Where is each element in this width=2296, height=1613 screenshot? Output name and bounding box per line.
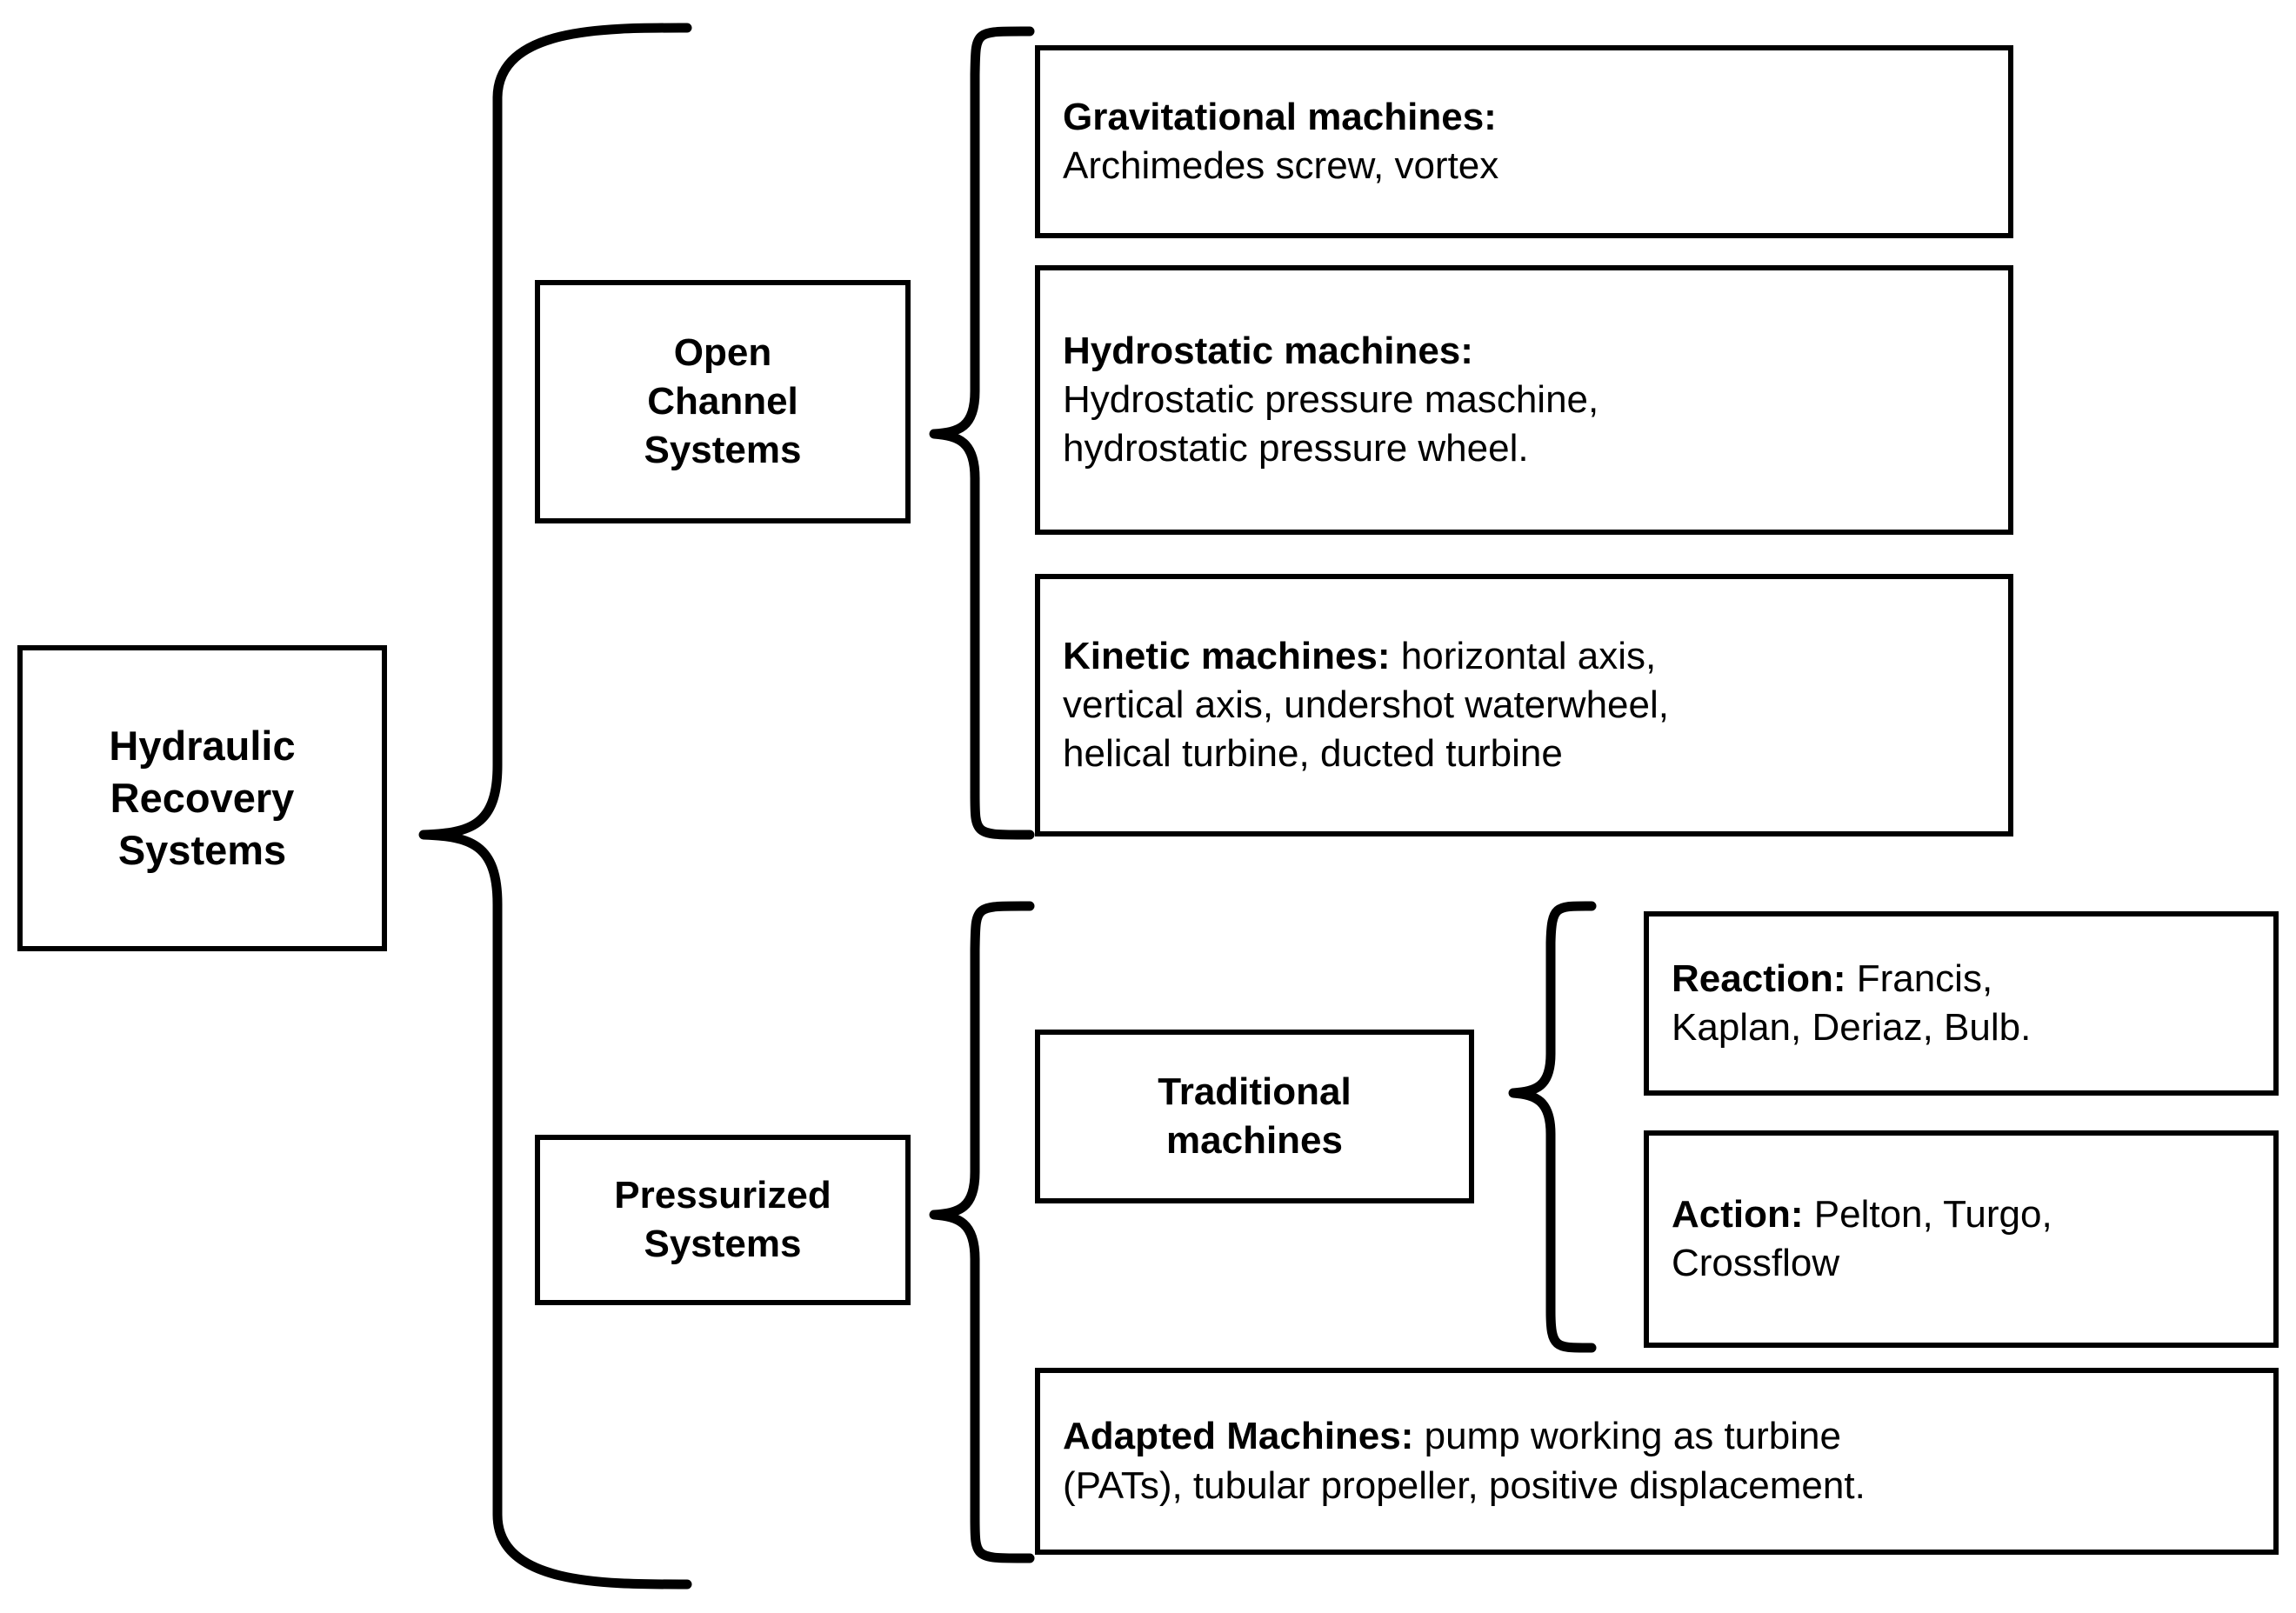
node-pressurized-systems[interactable]: Pressurized Systems [535, 1135, 911, 1305]
node-hydraulic-recovery-systems[interactable]: Hydraulic Recovery Systems [17, 645, 387, 951]
node-traditional-machines[interactable]: Traditional machines [1035, 1030, 1474, 1203]
leaf-heading: Gravitational machines: [1063, 95, 1497, 138]
leaf-heading: Action: [1672, 1192, 1804, 1236]
leaf-body-line: Hydrostatic pressure maschine, [1063, 377, 1599, 421]
leaf-body-line: helical turbine, ducted turbine [1063, 732, 1563, 776]
root-brace-icon [418, 23, 692, 1590]
leaf-heading-row: Action: Pelton, Turgo, [1649, 1190, 2065, 1239]
node-label-line: Traditional [1158, 1070, 1352, 1113]
node-label-line: machines [1166, 1119, 1343, 1162]
node-action-machines[interactable]: Action: Pelton, Turgo, Crossflow [1644, 1130, 2279, 1348]
node-label-line: Pressurized [614, 1173, 831, 1216]
leaf-body-line: (PATs), tubular propeller, positive disp… [1063, 1463, 1866, 1507]
traditional-machines-brace-icon [1508, 901, 1597, 1353]
node-reaction-machines[interactable]: Reaction: Francis, Kaplan, Deriaz, Bulb. [1644, 911, 2279, 1096]
node-adapted-machines[interactable]: Adapted Machines: pump working as turbin… [1035, 1368, 2279, 1555]
node-open-channel-systems[interactable]: Open Channel Systems [535, 280, 911, 523]
node-label-line: Open [673, 330, 772, 374]
leaf-heading-row: Kinetic machines: horizontal axis, [1040, 632, 1668, 681]
leaf-heading: Adapted Machines: [1063, 1415, 1414, 1458]
node-label-line: Systems [117, 827, 287, 874]
leaf-body-line: vertical axis, undershot waterwheel, [1063, 683, 1669, 726]
leaf-body-line: Crossflow [1672, 1242, 1840, 1284]
node-label-line: Systems [644, 429, 802, 472]
leaf-heading: Hydrostatic machines: [1063, 329, 1473, 372]
node-label-line: Hydraulic [109, 722, 296, 769]
leaf-heading-rest: pump working as turbine [1413, 1415, 1841, 1458]
leaf-body-line: Archimedes screw, vortex [1063, 144, 1499, 187]
leaf-heading-row: Adapted Machines: pump working as turbin… [1040, 1412, 1853, 1461]
node-hydrostatic-machines[interactable]: Hydrostatic machines: Hydrostatic pressu… [1035, 265, 2013, 535]
pressurized-brace-icon [929, 901, 1035, 1563]
node-label-line: Channel [647, 379, 798, 423]
leaf-body-line: hydrostatic pressure wheel. [1063, 427, 1529, 470]
leaf-body-line: Kaplan, Deriaz, Bulb. [1672, 1006, 2032, 1049]
open-channel-brace-icon [929, 26, 1035, 840]
node-gravitational-machines[interactable]: Gravitational machines: Archimedes screw… [1035, 45, 2013, 238]
node-label-line: Recovery [110, 774, 295, 821]
leaf-heading-rest: Pelton, Turgo, [1803, 1192, 2052, 1236]
leaf-heading-row: Reaction: Francis, [1649, 955, 2005, 1003]
leaf-heading-rest: horizontal axis, [1390, 634, 1657, 677]
leaf-heading: Reaction: [1672, 956, 1846, 1000]
leaf-heading: Kinetic machines: [1063, 634, 1391, 677]
node-kinetic-machines[interactable]: Kinetic machines: horizontal axis, verti… [1035, 574, 2013, 836]
leaf-heading-rest: Francis, [1845, 956, 1993, 1000]
node-label-line: Systems [644, 1223, 802, 1265]
